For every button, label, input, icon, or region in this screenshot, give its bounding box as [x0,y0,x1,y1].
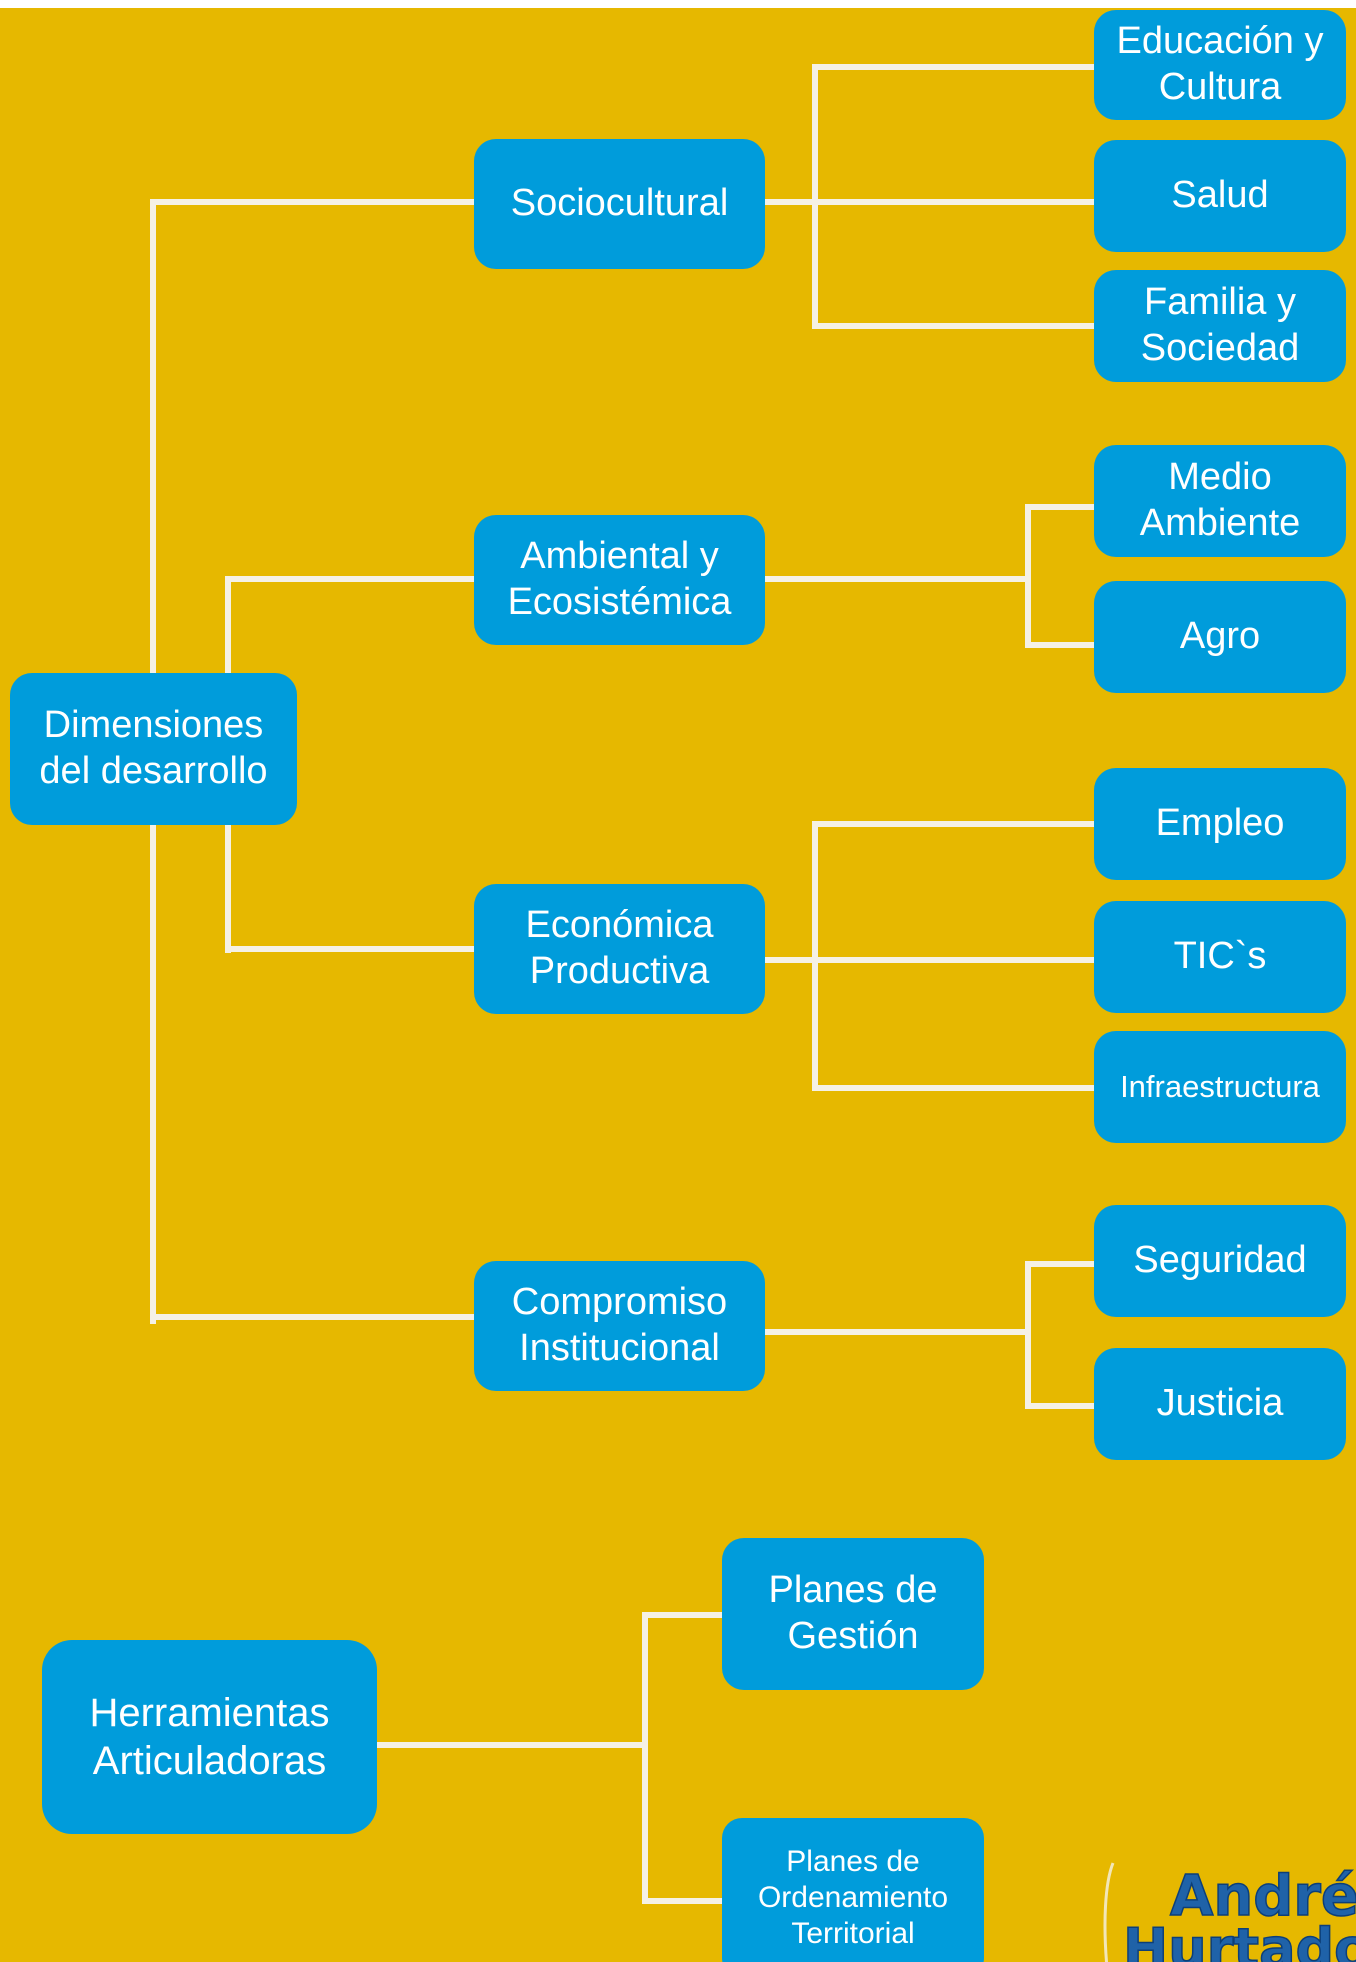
connector-line [1025,504,1031,648]
connector-line [812,1085,1094,1091]
connector-line [1025,642,1095,648]
logo-text-line-2: Hurtado [1123,1917,1356,1962]
leaf-node-justicia: Justicia [1094,1348,1346,1460]
dimension-node-ambiental: Ambiental y Ecosistémica [474,515,765,645]
connector-line [812,64,1094,70]
connector-line [150,1314,475,1320]
leaf-node-educacion: Educación y Cultura [1094,10,1346,120]
leaf-node-tics: TIC`s [1094,901,1346,1013]
connector-line [760,199,815,205]
connector-line [150,199,475,205]
connector-line [225,823,231,953]
connector-line [812,323,1094,329]
connector-line [812,957,1094,963]
tools-node-planes-gestion: Planes de Gestión [722,1538,984,1690]
connector-line [373,1742,648,1748]
connector-line [760,957,815,963]
connector-line [225,576,231,684]
connector-line [812,821,1094,827]
leaf-node-medio-ambiente: Medio Ambiente [1094,445,1346,557]
tools-node-planes-ordenamiento: Planes de Ordenamiento Territorial [722,1818,984,1962]
connector-line [812,199,1094,205]
leaf-node-empleo: Empleo [1094,768,1346,880]
dimension-node-economica: Económica Productiva [474,884,765,1014]
connector-line [1025,1261,1095,1267]
connector-line [812,821,818,1091]
leaf-node-agro: Agro [1094,581,1346,693]
connector-line [1025,1403,1095,1409]
connector-line [760,576,1030,582]
connector-line [642,1612,724,1618]
leaf-node-salud: Salud [1094,140,1346,252]
diagram-canvas: Dimensiones del desarrollo Sociocultural… [0,8,1356,1962]
logo-image: Andrés Hurtado [1103,1862,1356,1962]
connector-line [642,1612,648,1904]
root-node-dimensiones: Dimensiones del desarrollo [10,673,297,825]
logo-text-line-1: Andrés [1170,1864,1356,1929]
connector-line [760,1329,1030,1335]
connector-line [150,823,156,1324]
tools-root-node: Herramientas Articuladoras [42,1640,377,1834]
leaf-node-seguridad: Seguridad [1094,1205,1346,1317]
dimension-node-compromiso: Compromiso Institucional [474,1261,765,1391]
connector-line [225,946,475,952]
connector-line [1025,504,1095,510]
connector-line [812,64,818,329]
leaf-node-familia: Familia y Sociedad [1094,270,1346,382]
connector-line [225,576,475,582]
leaf-node-infraestructura: Infraestructura [1094,1031,1346,1143]
connector-line [1025,1261,1031,1409]
connector-line [642,1898,724,1904]
dimension-node-sociocultural: Sociocultural [474,139,765,269]
connector-line [150,199,156,684]
